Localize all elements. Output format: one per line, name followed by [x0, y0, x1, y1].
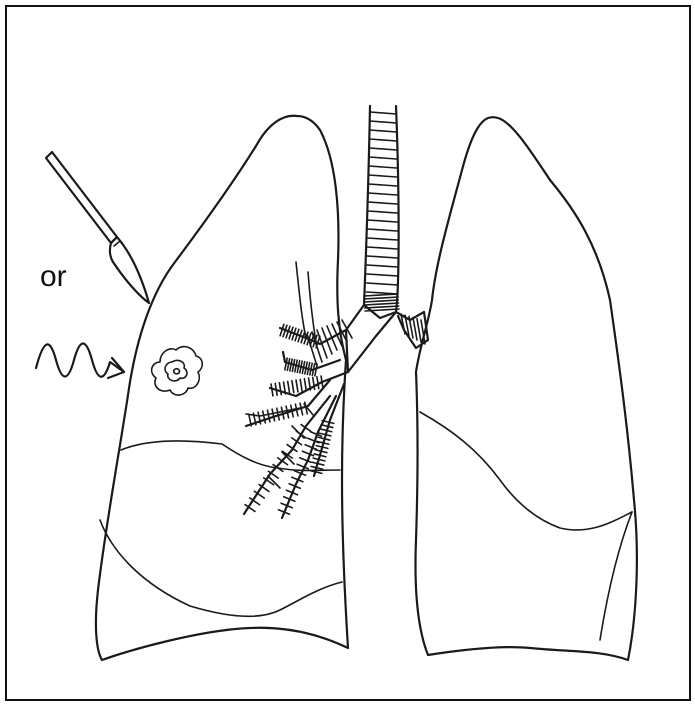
bronchus-ring [304, 379, 306, 391]
or-label: or [40, 262, 67, 292]
bronchus-ring [305, 445, 316, 450]
trachea-ring [368, 202, 397, 204]
trachea-ring [367, 247, 397, 249]
trachea-ring [368, 220, 397, 222]
trachea-ring [367, 283, 398, 285]
trachea-ring [365, 306, 399, 308]
trachea-ring [369, 175, 397, 177]
bronchus-ring [321, 376, 323, 388]
bronchus-ring [279, 383, 281, 395]
bronchus-ring [272, 409, 275, 421]
trachea-ring [370, 112, 396, 114]
trachea-ring [370, 121, 396, 123]
bronchus-ring [267, 410, 270, 422]
trachea-ring [365, 303, 399, 305]
bronchus-ring [317, 377, 319, 389]
bronchus-ring [296, 380, 298, 392]
trachea-ring [369, 139, 396, 141]
bronchus-ring [417, 319, 421, 342]
trachea-ring [364, 300, 398, 302]
radiation-arrow-icon [36, 344, 124, 379]
bronchus-ring [413, 318, 417, 340]
bronchus-ring [287, 359, 289, 371]
trachea-ring [368, 229, 398, 231]
trachea-ring [369, 157, 396, 159]
trachea-ring [367, 265, 398, 267]
bronchus-ring [288, 381, 290, 393]
trachea-ring [369, 184, 397, 186]
bronchus-ring [271, 384, 273, 396]
trachea-ring [364, 294, 398, 296]
trachea-ring [369, 166, 397, 168]
bronchus-ring [275, 383, 277, 395]
trachea-ring [368, 193, 397, 195]
tumor-nodule-icon [152, 347, 203, 395]
trachea-ring [364, 297, 398, 299]
trachea-ring [369, 148, 396, 150]
bronchus-ring [292, 381, 294, 393]
trachea-ring [367, 274, 398, 276]
trachea-ring [368, 211, 397, 213]
trachea-ring [367, 256, 397, 258]
left-lung [416, 117, 637, 660]
trachea-ring [370, 130, 397, 132]
trachea-ring [367, 238, 397, 240]
bronchus-ring [300, 379, 302, 391]
